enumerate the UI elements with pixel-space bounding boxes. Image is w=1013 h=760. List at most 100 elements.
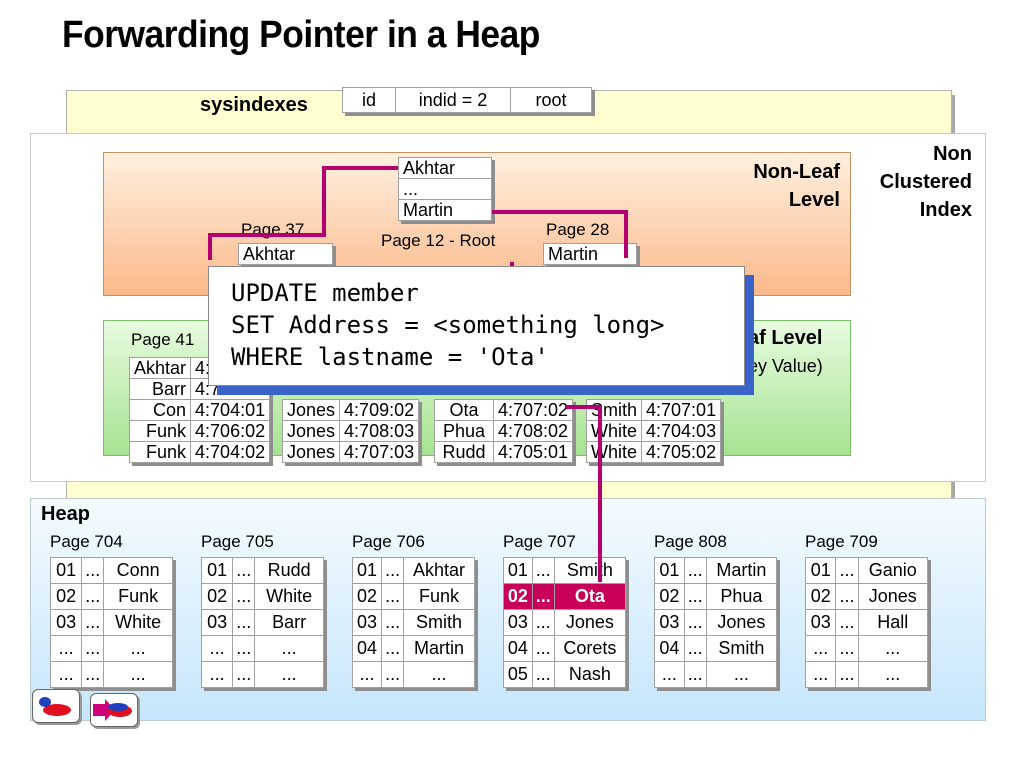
page-41-label: Page 41 [131, 330, 195, 349]
row-slot: ... [200, 635, 234, 662]
row-filler: ... [81, 609, 105, 636]
non-leaf-label-line: Non-Leaf [753, 161, 840, 183]
index-entry: Akhtar [238, 243, 333, 265]
index-label: Non Clustered Index [850, 140, 972, 224]
sysindexes-col-id: id [342, 87, 396, 113]
index-entry: Martin [543, 243, 637, 265]
table-row: 04...Smith [654, 635, 778, 662]
table-row: 01...Rudd [200, 557, 324, 584]
index-label-line: Non [933, 143, 972, 165]
row-value: Funk [403, 583, 475, 610]
leaf-key: Jones [281, 420, 341, 442]
leaf-rid: 4:708:03 [339, 420, 420, 442]
row-slot: 05 [503, 661, 533, 688]
root-page: Akhtar ... Martin [398, 157, 492, 221]
table-row: 02...Funk [49, 583, 173, 610]
row-slot: ... [200, 661, 234, 688]
table-row: 03...Jones [654, 609, 778, 636]
leaf-sublabel: ey Value) [748, 356, 823, 376]
leaf-key: Ota [434, 399, 494, 421]
page-title: Forwarding Pointer in a Heap [62, 14, 540, 56]
row-value: Ota [553, 583, 627, 610]
row-filler: ... [683, 557, 707, 584]
table-row: 02...Funk [351, 583, 475, 610]
leaf-label: af Level [748, 327, 823, 349]
root-page-label: Page 12 - Root [381, 231, 496, 250]
row-slot: ... [804, 661, 837, 688]
row-value: ... [857, 635, 928, 662]
row-filler: ... [232, 583, 256, 610]
row-slot: 02 [503, 583, 533, 610]
row-filler: ... [835, 583, 859, 610]
row-value: ... [705, 661, 778, 688]
table-row: 03...Jones [503, 609, 627, 636]
row-filler: ... [81, 557, 105, 584]
row-value: ... [403, 661, 475, 688]
row-filler: ... [531, 609, 555, 636]
row-filler: ... [381, 609, 405, 636]
root-entry: ... [398, 178, 492, 200]
leaf-key: Jones [281, 441, 341, 463]
row-filler: ... [232, 661, 256, 688]
leaf-key: White [585, 420, 643, 442]
leaf-key: Smith [585, 399, 643, 421]
row-value: Akhtar [403, 557, 475, 584]
row-value: Phua [705, 583, 778, 610]
row-value: Jones [705, 609, 778, 636]
row-filler: ... [381, 661, 405, 688]
table-row: 05...Nash [503, 661, 627, 688]
leaf-rid: 4:709:02 [339, 399, 420, 421]
row-slot: ... [351, 661, 383, 688]
heap-label: Heap [41, 503, 90, 525]
sql-update-popup: UPDATE member SET Address = <something l… [208, 266, 745, 386]
row-slot: 02 [804, 583, 837, 610]
row-value: Hall [857, 609, 928, 636]
row-filler: ... [835, 609, 859, 636]
row-slot: 03 [804, 609, 837, 636]
row-value: Smith [705, 635, 778, 662]
leaf-rid: 4:704:03 [641, 420, 722, 442]
table-row: 04...Corets [503, 635, 627, 662]
page-37: Akhtar [238, 243, 333, 265]
table-row: ......... [200, 661, 324, 688]
row-slot: ... [804, 635, 837, 662]
row-filler: ... [683, 635, 707, 662]
sysindexes-col-root: root [510, 87, 592, 113]
previous-slide-button[interactable] [32, 689, 80, 723]
table-row: 02...White [200, 583, 324, 610]
table-row: 02...Ota [503, 583, 627, 610]
row-filler: ... [683, 609, 707, 636]
sql-line: WHERE lastname = 'Ota' [231, 343, 549, 371]
row-slot: 01 [200, 557, 234, 584]
row-filler: ... [835, 557, 859, 584]
next-slide-button[interactable] [90, 693, 138, 727]
row-filler: ... [531, 635, 555, 662]
table-row: ......... [804, 661, 928, 688]
row-filler: ... [81, 583, 105, 610]
table-row: ......... [804, 635, 928, 662]
sql-line: UPDATE member [231, 279, 419, 307]
row-slot: 02 [49, 583, 83, 610]
row-value: Jones [857, 583, 928, 610]
table-row: 02...Jones [804, 583, 928, 610]
leaf-key: Akhtar [128, 357, 192, 379]
leaf-key: Barr [128, 378, 192, 400]
heap-page-label: Page 707 [503, 532, 576, 551]
non-leaf-label: Non-Leaf Level [700, 158, 840, 214]
table-row: 03...Barr [200, 609, 324, 636]
leaf-rid: 4:706:02 [190, 420, 271, 442]
table-row: 03...Smith [351, 609, 475, 636]
leaf-key: White [585, 441, 643, 463]
row-filler: ... [381, 557, 405, 584]
row-value: Rudd [254, 557, 324, 584]
row-value: Jones [553, 609, 627, 636]
row-value: White [103, 609, 173, 636]
leaf-key: Funk [128, 420, 192, 442]
